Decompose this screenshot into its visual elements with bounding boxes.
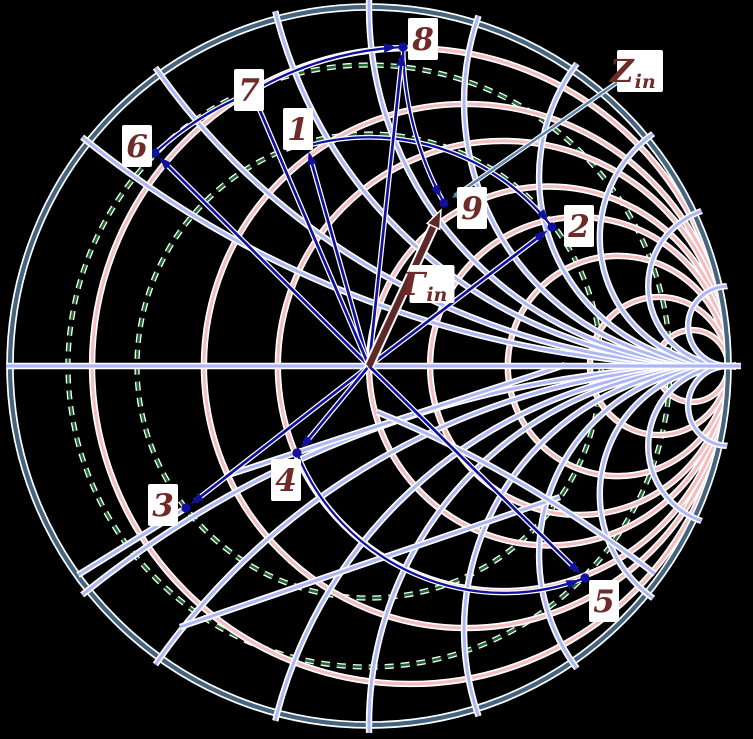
point-label-2: 2 (567, 209, 590, 245)
point-dot-9 (439, 198, 449, 208)
z-in-label: Zin (608, 52, 655, 93)
point-label-7: 7 (238, 73, 260, 109)
point-label-box-5 (589, 580, 619, 622)
point-label-box-9 (457, 187, 487, 229)
point-label-4: 4 (275, 463, 297, 499)
point-dot-8 (398, 42, 408, 52)
point-label-3: 3 (152, 488, 174, 524)
point-label-box-6 (122, 125, 152, 167)
point-label-6: 6 (126, 129, 148, 165)
point-label-box-7 (234, 69, 264, 111)
point-label-9: 9 (461, 191, 483, 227)
point-label-box-1 (283, 108, 313, 150)
point-dot-3 (181, 503, 191, 513)
point-dot-4 (292, 448, 302, 458)
gamma-in-arrow (364, 208, 442, 369)
z-in-label-group: Zin (608, 50, 663, 93)
point-label-box-3 (148, 484, 178, 526)
point-label-box-4 (271, 459, 301, 501)
point-label-5: 5 (593, 584, 615, 620)
point-label-box-8 (408, 18, 438, 60)
gamma-in-label: Γin (402, 265, 448, 306)
gamma-in-label-group: Γin (402, 265, 455, 306)
point-labels: 1 2 3 4 5 6 7 8 9 (122, 18, 619, 622)
z-in-label-box (617, 50, 663, 92)
point-dot-2 (547, 222, 557, 232)
impedance-vectors (159, 52, 581, 574)
point-label-8: 8 (411, 22, 434, 58)
point-dot-6 (150, 148, 160, 158)
point-dot-5 (580, 573, 590, 583)
gamma-in-label-box (409, 265, 455, 303)
point-label-box-2 (564, 205, 594, 247)
point-label-1: 1 (287, 112, 309, 148)
